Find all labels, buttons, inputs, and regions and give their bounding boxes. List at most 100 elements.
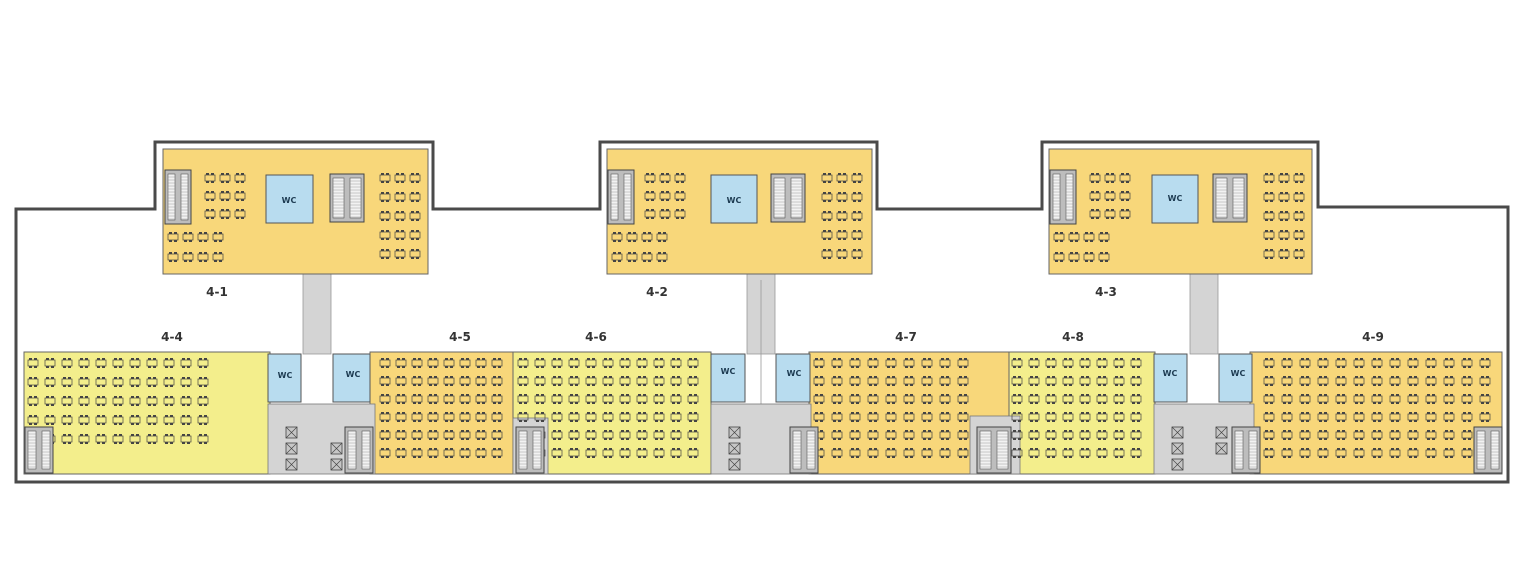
desk-cluster: [1045, 412, 1057, 422]
desk-cluster: [1079, 358, 1091, 368]
desk-cluster: [379, 358, 391, 368]
desk-cluster: [1389, 376, 1401, 386]
desk-cluster: [851, 192, 863, 202]
desk-cluster: [1335, 376, 1347, 386]
desk-cluster: [1278, 211, 1290, 221]
desk-cluster: [1443, 394, 1455, 404]
desk-cluster: [1281, 448, 1293, 458]
desk-cluster: [1353, 430, 1365, 440]
desk-cluster: [939, 412, 951, 422]
desk-cluster: [379, 173, 391, 183]
desk-cluster: [831, 358, 843, 368]
desk-cluster: [411, 376, 423, 386]
zone-label-4-2: 4-2: [646, 285, 668, 299]
desk-cluster: [517, 394, 529, 404]
desk-cluster: [517, 376, 529, 386]
desk-cluster: [641, 252, 653, 262]
desk-cluster: [957, 358, 969, 368]
elevator: [1215, 426, 1228, 439]
desk-cluster: [585, 358, 597, 368]
desk-cluster: [867, 448, 879, 458]
desk-cluster: [653, 430, 665, 440]
desk-cluster: [921, 358, 933, 368]
desk-cluster: [1317, 448, 1329, 458]
desk-cluster: [687, 448, 699, 458]
desk-cluster: [921, 448, 933, 458]
desk-cluster: [921, 430, 933, 440]
desk-cluster: [687, 412, 699, 422]
desk-cluster: [1425, 430, 1437, 440]
desk-cluster: [1479, 376, 1491, 386]
desk-cluster: [1130, 448, 1142, 458]
desk-cluster: [1299, 376, 1311, 386]
desk-cluster: [395, 430, 407, 440]
desk-cluster: [219, 209, 231, 219]
desk-cluster: [459, 394, 471, 404]
desk-cluster: [1479, 358, 1491, 368]
desk-cluster: [813, 376, 825, 386]
desk-cluster: [1389, 430, 1401, 440]
desk-cluster: [851, 211, 863, 221]
desk-cluster: [1371, 358, 1383, 368]
desk-cluster: [44, 415, 56, 425]
desk-cluster: [585, 394, 597, 404]
desk-cluster: [180, 396, 192, 406]
desk-cluster: [1443, 376, 1455, 386]
desk-cluster: [836, 173, 848, 183]
desk-cluster: [653, 358, 665, 368]
desk-cluster: [1407, 394, 1419, 404]
desk-cluster: [1353, 376, 1365, 386]
desk-cluster: [1113, 430, 1125, 440]
desk-cluster: [427, 430, 439, 440]
desk-cluster: [1083, 252, 1095, 262]
desk-cluster: [1113, 376, 1125, 386]
desk-cluster: [491, 358, 503, 368]
desk-cluster: [831, 412, 843, 422]
desk-cluster: [491, 394, 503, 404]
desk-cluster: [821, 249, 833, 259]
desk-cluster: [1317, 358, 1329, 368]
desk-cluster: [1113, 358, 1125, 368]
desk-cluster: [78, 377, 90, 387]
desk-cluster: [670, 394, 682, 404]
desk-cluster: [674, 209, 686, 219]
desk-cluster: [1028, 412, 1040, 422]
desk-cluster: [1443, 430, 1455, 440]
restroom-label: WC: [1231, 369, 1246, 378]
desk-cluster: [517, 412, 529, 422]
desk-cluster: [659, 209, 671, 219]
desk-cluster: [602, 430, 614, 440]
desk-cluster: [1098, 232, 1110, 242]
desk-cluster: [831, 430, 843, 440]
desk-cluster: [1407, 376, 1419, 386]
desk-cluster: [112, 434, 124, 444]
desk-cluster: [849, 394, 861, 404]
desk-cluster: [534, 358, 546, 368]
desk-cluster: [939, 448, 951, 458]
desk-cluster: [443, 448, 455, 458]
desk-cluster: [687, 394, 699, 404]
desk-cluster: [626, 252, 638, 262]
restroom-4-9a: WC: [1218, 353, 1253, 403]
desk-cluster: [1353, 358, 1365, 368]
desk-cluster: [1335, 430, 1347, 440]
desk-cluster: [551, 376, 563, 386]
elevator: [330, 458, 343, 471]
desk-cluster: [813, 394, 825, 404]
desk-cluster: [568, 412, 580, 422]
desk-cluster: [394, 249, 406, 259]
desk-cluster: [129, 377, 141, 387]
desk-cluster: [551, 448, 563, 458]
desk-cluster: [78, 396, 90, 406]
desk-cluster: [197, 434, 209, 444]
desk-cluster: [1028, 394, 1040, 404]
desk-cluster: [534, 376, 546, 386]
desk-cluster: [568, 394, 580, 404]
desk-cluster: [180, 377, 192, 387]
zone-4-5-area: [369, 351, 514, 475]
desk-cluster: [394, 230, 406, 240]
desk-cluster: [379, 211, 391, 221]
desk-cluster: [903, 412, 915, 422]
desk-cluster: [395, 376, 407, 386]
desk-cluster: [1278, 249, 1290, 259]
